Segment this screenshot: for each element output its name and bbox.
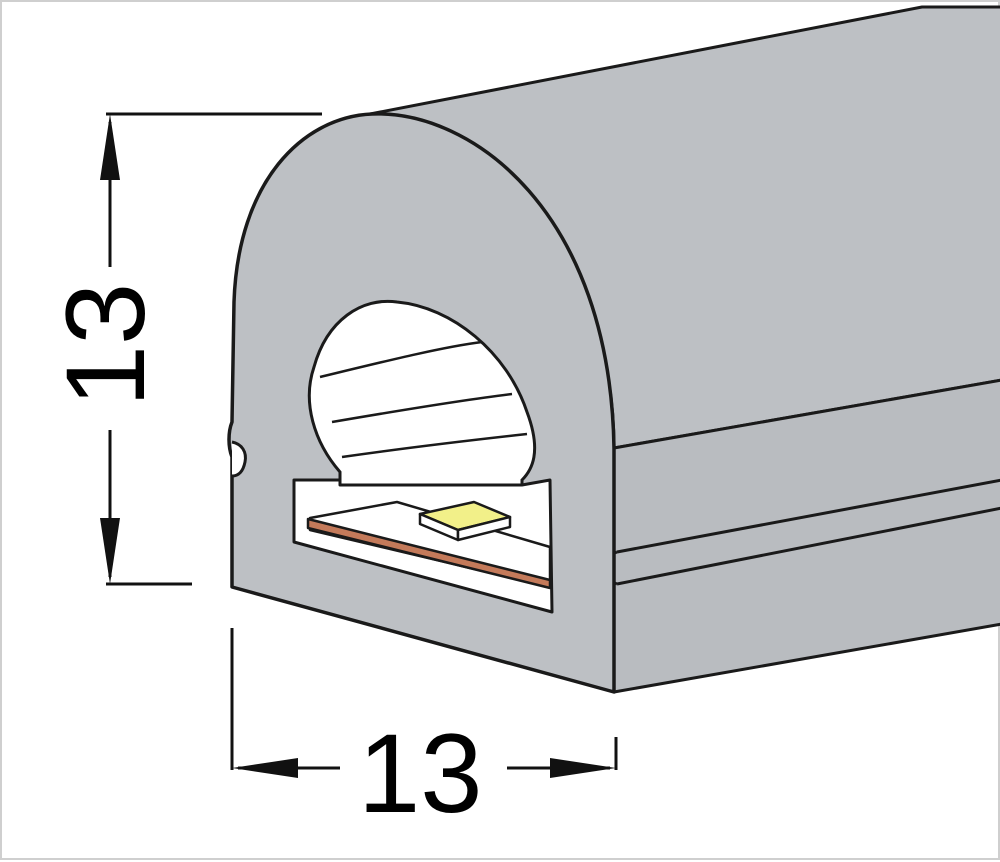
led-chip-side xyxy=(456,515,512,542)
height-dimension-label: 13 xyxy=(43,282,168,408)
side-groove-lower xyxy=(616,506,1000,586)
dimension-arrow-icon xyxy=(100,114,120,180)
dimension-arrow-icon xyxy=(232,758,298,778)
channel-line-2 xyxy=(331,392,513,424)
side-groove-upper xyxy=(616,478,1000,554)
width-dimension-label: 13 xyxy=(358,711,483,836)
front-notch xyxy=(231,440,247,478)
channel-line-1 xyxy=(319,340,483,379)
pcb-strip xyxy=(306,517,552,590)
dimension-arrow-icon xyxy=(100,518,120,584)
channel-line-3 xyxy=(341,432,528,459)
dimension-arrow-icon xyxy=(550,758,616,778)
